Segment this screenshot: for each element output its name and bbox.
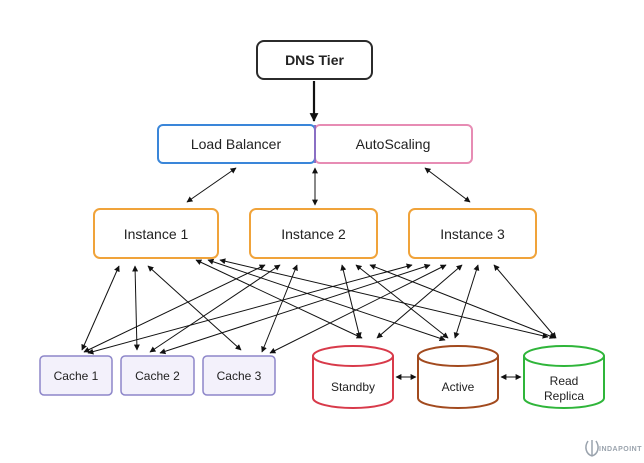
as-instance-3-arrow — [424, 167, 471, 203]
active-label: Active — [442, 380, 475, 394]
instance-2-node: Instance 2 — [249, 208, 378, 259]
active-database: Active — [417, 345, 499, 409]
standby-database: Standby — [312, 345, 394, 409]
read-replica-database: Read Replica — [523, 345, 605, 409]
read-replica-label-line1: Read — [550, 374, 579, 388]
dns-tier-node: DNS Tier — [256, 40, 373, 80]
connector-lines — [81, 81, 557, 380]
standby-label: Standby — [331, 380, 375, 394]
autoscaling-label: AutoScaling — [356, 136, 431, 152]
i3-active-arrow — [453, 264, 480, 339]
load-balancer-label: Load Balancer — [191, 136, 282, 152]
i2-standby-arrow — [340, 264, 362, 339]
cache-1-node: Cache 1 — [39, 355, 113, 396]
instance-2-label: Instance 2 — [281, 226, 346, 242]
i1-cache3-arrow — [147, 265, 242, 351]
logo-mark-icon — [585, 440, 599, 457]
dns-tier-label: DNS Tier — [285, 52, 344, 68]
read-replica-label-line2: Replica — [544, 389, 584, 403]
dns-tier-box — [256, 40, 373, 80]
logo-text: INDAPOINT — [599, 446, 642, 453]
i1-replica-arrow — [219, 258, 549, 339]
instance-1-box — [93, 208, 219, 259]
lb-instance-1-arrow — [186, 167, 237, 203]
instance-3-label: Instance 3 — [440, 226, 505, 242]
i3-replica-arrow — [493, 264, 557, 339]
i2-cache3-arrow — [261, 264, 298, 353]
instance-3-box — [408, 208, 537, 259]
indapoint-logo: INDAPOINT — [585, 440, 642, 457]
i1-cache2-arrow — [132, 265, 140, 351]
instance-3-node: Instance 3 — [408, 208, 537, 259]
load-balancer-node: Load Balancer — [157, 124, 316, 164]
cache-3-label: Cache 3 — [217, 369, 262, 383]
cache-1-box — [39, 355, 113, 396]
instance-2-box — [249, 208, 378, 259]
i1-standby-arrow — [195, 259, 363, 339]
instance-1-label: Instance 1 — [124, 226, 189, 242]
autoscaling-node: AutoScaling — [314, 124, 473, 164]
i2-cache2-arrow — [149, 264, 281, 353]
cache-1-label: Cache 1 — [54, 369, 99, 383]
i2-cache1-arrow — [83, 264, 266, 353]
cache-2-label: Cache 2 — [135, 369, 180, 383]
cache-3-box — [202, 355, 276, 396]
instance-1-node: Instance 1 — [93, 208, 219, 259]
i3-cache2-arrow — [159, 263, 431, 355]
i3-standby-arrow — [376, 264, 463, 339]
i3-cache1-arrow — [87, 263, 413, 355]
cache-3-node: Cache 3 — [202, 355, 276, 396]
cache-2-node: Cache 2 — [120, 355, 195, 396]
cache-2-box — [120, 355, 195, 396]
